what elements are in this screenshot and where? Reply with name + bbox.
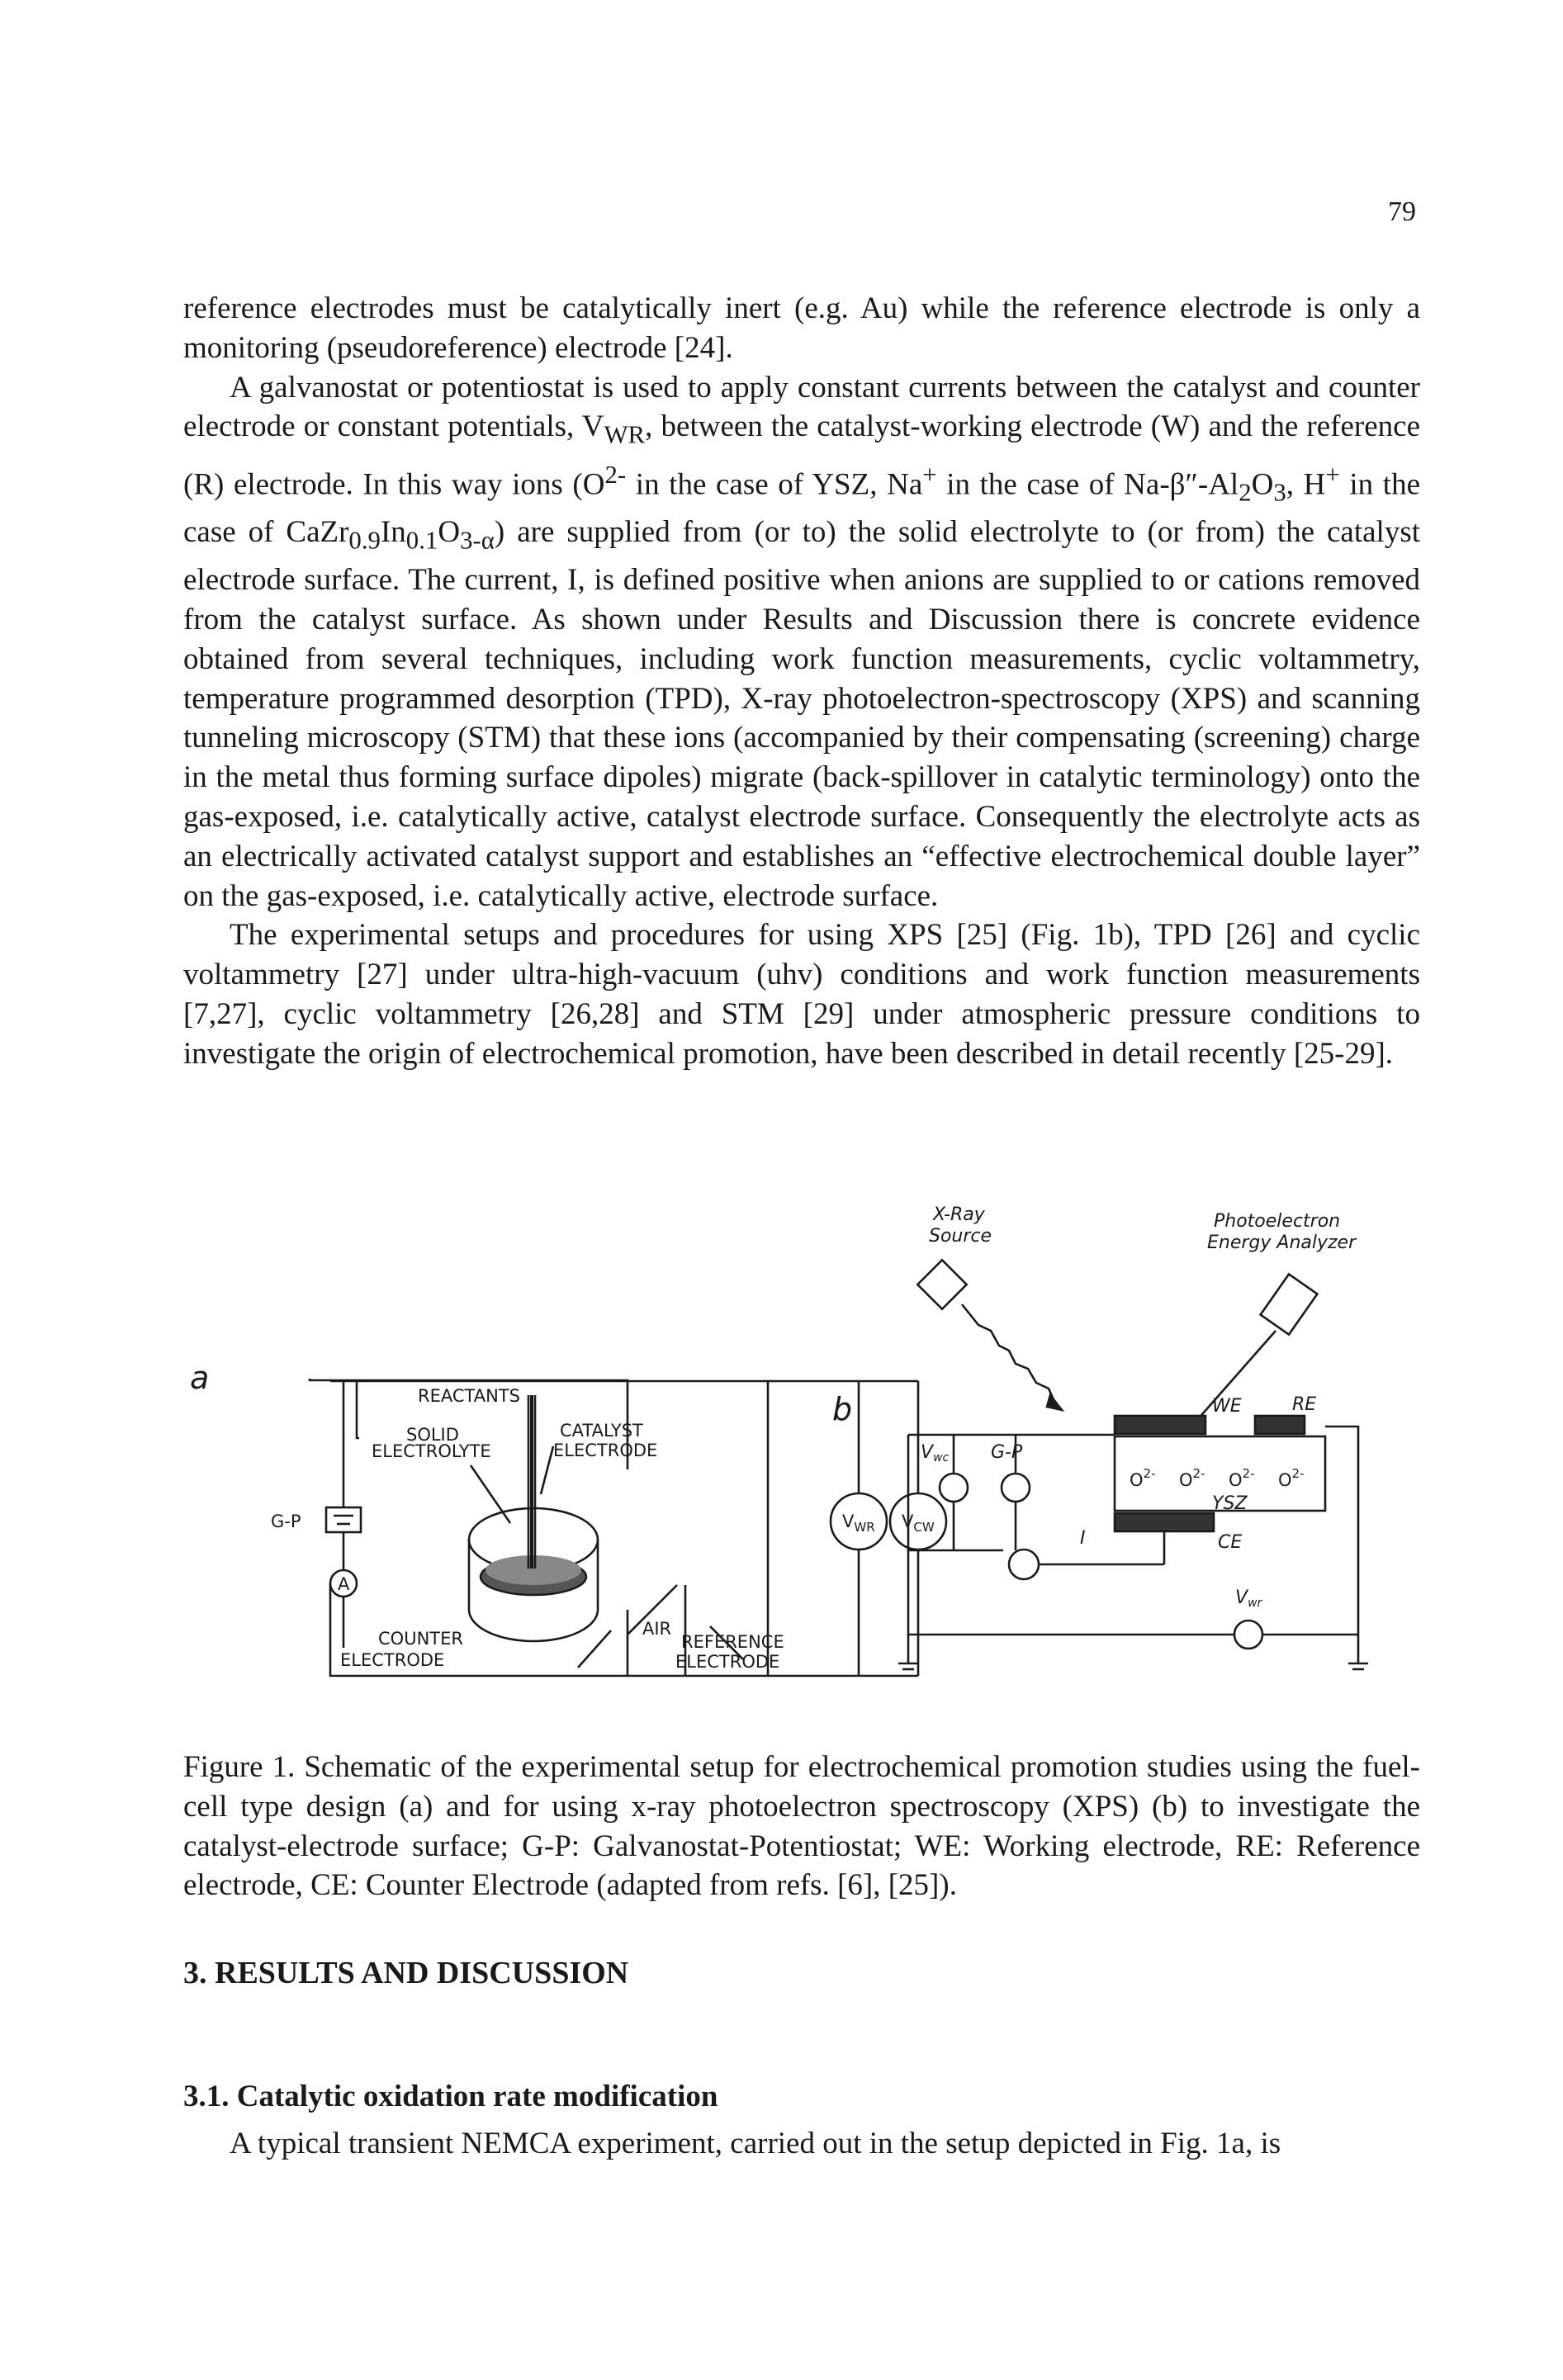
superscript: + [1325,460,1340,489]
body-paragraph: The experimental setups and procedures f… [183,916,1420,1073]
subscript: WR [604,420,646,449]
panel-b-xray-beam [960,1304,1057,1404]
subscript: 0.1 [405,526,438,555]
body-text: reference electrodes must be catalytical… [183,289,1420,1074]
panel-a-catalyst-label: CATALYST [560,1421,643,1441]
panel-a-gp-label: G-P [271,1512,301,1531]
panel-b-re-layer [1253,1414,1306,1436]
section-heading: 3. RESULTS AND DISCUSSION [183,1956,629,1990]
svg-text:O2-: O2- [1278,1466,1305,1490]
paragraph-nemca: A typical transient NEMCA experiment, ca… [230,2127,1281,2160]
panel-b-vwr-meter [1233,1619,1264,1650]
panel-a-counter-electrode-label: ELECTRODE [340,1650,444,1670]
panel-b-analyzer-label-2: Energy Analyzer [1207,1233,1357,1253]
superscript: 2- [604,460,627,489]
subscript: 2 [1239,478,1252,507]
panel-a-electrolyte-label: ELECTROLYTE [372,1441,491,1461]
text-run: , H [1286,466,1326,501]
text-run: O [438,515,461,550]
text-run: O [1251,466,1274,501]
subsection-heading: 3.1. Catalytic oxidation rate modificati… [183,2080,718,2113]
panel-b-xray-source [916,1258,969,1311]
text-run: in the case of YSZ, Na [626,466,923,501]
panel-a-vcw-label: VCW [902,1512,935,1535]
panel-a-cell-body [467,1540,599,1643]
panel-b-we-layer [1113,1414,1207,1436]
text-run: ) are supplied from (or to) the solid el… [183,515,1420,913]
panel-a-reference-label: REFERENCE [681,1632,784,1652]
page-number: 79 [1388,196,1416,227]
panel-b-label: b [832,1391,852,1427]
text-run: , between the catalyst-working electrode… [183,409,1421,501]
panel-b-xray-label-1: X-Ray [932,1204,986,1225]
panel-b-xray-label-2: Source [929,1226,992,1247]
panel-b-ysz-label: YSZ [1212,1493,1248,1514]
svg-text:O2-: O2- [1130,1466,1156,1490]
panel-b-ysz-pellet [1113,1435,1327,1512]
panel-a-air-label: AIR [642,1619,671,1639]
panel-b-vwr-label: Vwr [1235,1587,1263,1610]
panel-b-analyzer [1258,1272,1319,1337]
panel-a-catalyst-electrode-label: ELECTRODE [553,1441,657,1460]
subscript: 3-α [460,526,495,555]
body-paragraph: reference electrodes must be catalytical… [183,289,1420,368]
panel-a-label: a [190,1360,209,1396]
svg-text:O2-: O2- [1229,1466,1255,1490]
panel-b-ce-layer [1113,1512,1215,1533]
superscript: + [922,460,937,489]
panel-a-counter-label: COUNTER [378,1629,463,1649]
panel-b-vwc-label: Vwc [921,1442,950,1464]
figure-1: a REACTANTS SOLID ELECTROLYTE CATALYST E… [165,1147,1420,1692]
panel-b-analyzer-label-1: Photoelectron [1214,1211,1340,1232]
panel-b-we-label: WE [1212,1396,1242,1417]
subscript: 3 [1273,478,1286,507]
text-run: in the case of Na-β″-Al [936,466,1239,501]
panel-a-vwr-label: VWR [842,1512,875,1535]
panel-b-current-label: I [1080,1528,1086,1549]
panel-b-ce-label: CE [1218,1532,1242,1553]
text-run: The experimental setups and procedures f… [183,918,1420,1071]
panel-b-vwc-meter [938,1472,969,1503]
panel-b-gp-source [1000,1472,1031,1503]
text-run: A galvanostat or potentiostat is used to… [183,370,1420,444]
panel-a-reactants-label: REACTANTS [418,1386,520,1406]
panel-a-reference-electrode-label: ELECTRODE [675,1652,779,1672]
svg-text:O2-: O2- [1179,1466,1205,1490]
figure-caption: Figure 1. Schematic of the experimental … [183,1750,1420,1903]
panel-a-ammeter-label: A [338,1574,350,1594]
panel-b-photoelectron-path [1196,1330,1276,1421]
panel-a-gp-box [324,1506,362,1534]
panel-a-left-frame [355,1381,359,1440]
panel-b-gp-label: G-P [991,1442,1023,1463]
body-paragraph: A galvanostat or potentiostat is used to… [183,368,1420,916]
panel-b-ion-labels: O2- O2- O2- O2- [1130,1466,1305,1490]
text-run: reference electrodes must be catalytical… [183,291,1420,365]
subscript: 0.9 [348,526,381,555]
text-run: in the case of CaZr [183,466,1420,550]
panel-b-ammeter [1007,1548,1040,1581]
text-run: In [380,515,406,550]
panel-b-re-label: RE [1292,1394,1316,1415]
panel-a-solid-label: SOLID [406,1425,459,1445]
figure-1-diagram: a REACTANTS SOLID ELECTROLYTE CATALYST E… [190,1204,1368,1677]
